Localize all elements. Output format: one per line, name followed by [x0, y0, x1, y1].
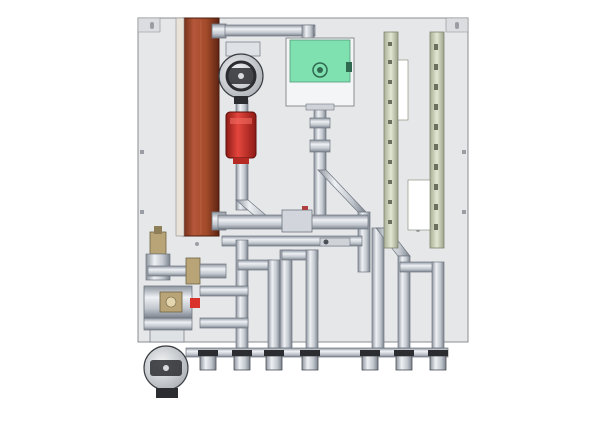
outlet-fitting: [394, 350, 414, 371]
zone-valve-group: [143, 226, 227, 331]
mount-slot: [150, 22, 154, 29]
valve-body: [149, 231, 167, 255]
outlet-connections: [198, 350, 448, 371]
outlet-fitting: [360, 350, 380, 371]
plate-heat-exchanger: [175, 17, 227, 237]
dirt-filter: [225, 111, 257, 164]
outlet-fitting: [264, 350, 284, 371]
circulation-pump-upper: [218, 41, 264, 104]
mount-slot: [455, 22, 459, 29]
outlet-fitting: [300, 350, 320, 371]
outlet-fitting: [232, 350, 252, 371]
tee-fitting: [281, 209, 313, 233]
outlet-fitting: [198, 350, 218, 371]
circulation-pump-lower: [143, 329, 189, 398]
controller-unit: [285, 37, 355, 111]
mounting-rail-right: [407, 31, 445, 249]
outlet-fitting: [428, 350, 448, 371]
controller-screen: [289, 39, 351, 83]
mounting-rail-left: [383, 31, 409, 249]
